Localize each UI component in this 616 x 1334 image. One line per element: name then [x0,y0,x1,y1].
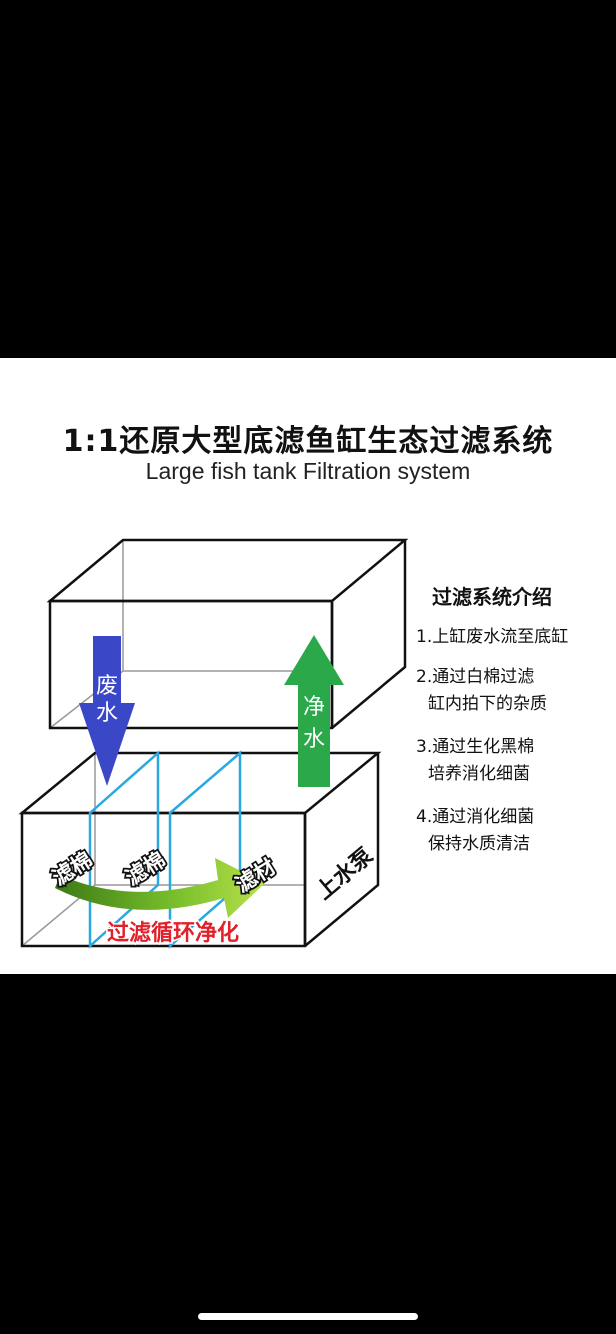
intro-step-line: 保持水质清洁 [428,834,530,854]
page-subtitle: Large fish tank Filtration system [145,458,471,484]
intro-step-4: 4.通过消化细菌 保持水质清洁 [416,804,534,858]
intro-step-line: 3.通过生化黑棉 [416,737,535,757]
upper-tank [46,538,409,730]
intro-step-line: 2.通过白棉过滤 [416,667,535,687]
clean-water-arrow: 净 水 [284,635,344,787]
arrow-label-waste-2: 水 [96,701,118,726]
intro-step-1: 1.上缸废水流至底缸 [416,624,568,651]
intro-step-line: 缸内拍下的杂质 [428,694,547,714]
lower-tank [18,751,382,948]
home-indicator[interactable] [198,1313,418,1320]
flow-arrow [55,858,265,918]
waste-water-arrow: 废 水 [79,636,135,786]
arrow-label-clean-1: 净 [303,695,325,720]
intro-step-line: 4.通过消化细菌 [416,807,535,827]
intro-step-2: 2.通过白棉过滤 缸内拍下的杂质 [416,664,547,718]
arrow-label-waste-1: 废 [96,674,118,699]
intro-step-line: 1.上缸废水流至底缸 [416,627,569,647]
intro-step-line: 培养消化细菌 [428,764,530,784]
product-image-panel: 1:1还原大型底滤鱼缸生态过滤系统 Large fish tank Filtra… [0,358,616,974]
arrow-label-clean-2: 水 [303,727,325,752]
intro-title: 过滤系统介绍 [432,585,552,609]
glass-dividers [88,750,242,949]
page-title: 1:1还原大型底滤鱼缸生态过滤系统 [62,424,554,459]
intro-step-3: 3.通过生化黑棉 培养消化细菌 [416,734,534,788]
chamber-label-cotton-2: 滤棉 [121,848,169,891]
chamber-label-pump: 上水泵 [312,843,379,905]
flow-label: 过滤循环净化 [107,920,239,946]
filtration-diagram: 废 水 净 水 滤棉 滤棉 滤材 上水泵 过滤循环净化 [18,538,409,949]
